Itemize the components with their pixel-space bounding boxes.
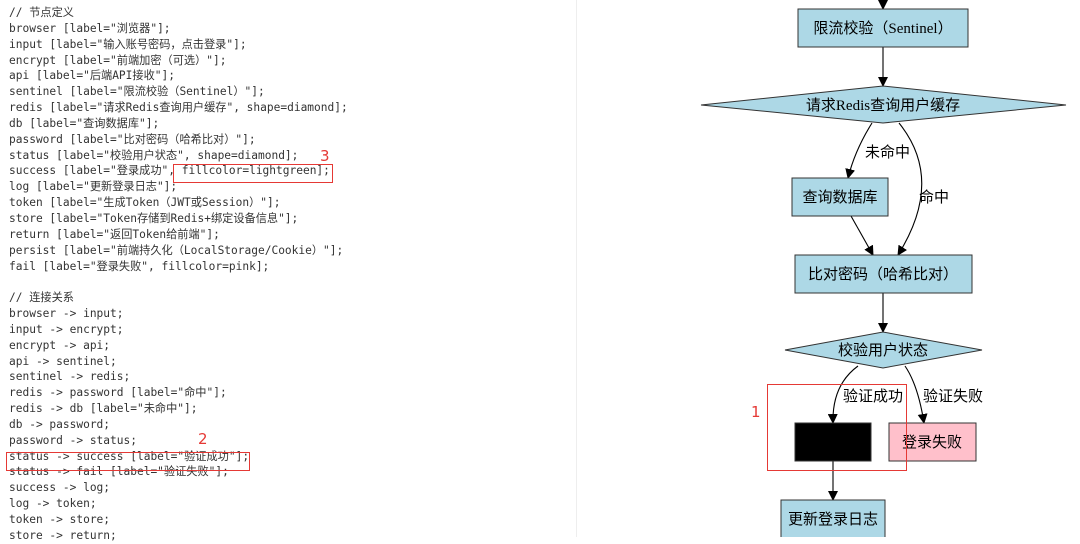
node-sentinel bbox=[797, 8, 969, 48]
edge-status-fail bbox=[904, 365, 928, 424]
annotation-3: 3 bbox=[320, 147, 330, 165]
code-line: db [label="查询数据库"]; bbox=[9, 116, 160, 130]
code-line: input [label="输入账号密码，点击登录"]; bbox=[9, 37, 247, 51]
code-line: store [label="Token存储到Redis+绑定设备信息"]; bbox=[9, 211, 299, 225]
pane-divider[interactable] bbox=[576, 0, 577, 537]
node-status-label: 校验用户状态 bbox=[838, 342, 928, 359]
node-db bbox=[791, 177, 889, 217]
code-line: browser -> input; bbox=[9, 307, 124, 321]
edge-status-success bbox=[827, 365, 859, 424]
edge-hit-label: 命中 bbox=[919, 188, 949, 206]
code-line: success -> log; bbox=[9, 481, 111, 495]
code-line: persist [label="前端持久化（LocalStorage/Cooki… bbox=[9, 243, 344, 257]
code-line: browser [label="浏览器"]; bbox=[9, 21, 171, 35]
code-line: // 连接关系 bbox=[9, 291, 74, 305]
node-success-redacted bbox=[794, 422, 872, 462]
code-line: redis -> password [label="命中"]; bbox=[9, 386, 227, 400]
node-db-label: 查询数据库 bbox=[802, 189, 877, 206]
node-fail bbox=[888, 422, 977, 462]
code-line: status -> fail [label="验证失败"]; bbox=[9, 465, 229, 479]
highlight-box-3 bbox=[173, 164, 333, 183]
annotation-1: 1 bbox=[751, 403, 761, 421]
code-line: token -> store; bbox=[9, 513, 111, 526]
node-redis bbox=[700, 85, 1067, 124]
edge-success-label: 验证成功 bbox=[843, 388, 903, 405]
code-line: log -> token; bbox=[9, 497, 97, 511]
code-line: db -> password; bbox=[9, 417, 111, 431]
code-line: fail [label="登录失败", fillcolor=pink]; bbox=[9, 259, 270, 273]
highlight-box-1 bbox=[767, 384, 907, 471]
code-line: password -> status; bbox=[9, 433, 137, 447]
code-line: // 节点定义 bbox=[9, 6, 74, 19]
code-line: status [label="校验用户状态", shape=diamond]; bbox=[9, 148, 299, 162]
code-line: encrypt [label="前端加密（可选）"]; bbox=[9, 53, 227, 67]
highlight-box-2 bbox=[6, 452, 250, 471]
node-log-label: 更新登录日志 bbox=[788, 511, 878, 528]
annotation-2: 2 bbox=[198, 430, 208, 448]
node-status bbox=[784, 331, 983, 369]
code-line: redis -> db [label="未命中"]; bbox=[9, 402, 198, 416]
edge-miss-label: 未命中 bbox=[865, 143, 910, 161]
node-redis-label: 请求Redis查询用户缓存 bbox=[806, 97, 960, 114]
code-line: password [label="比对密码（哈希比对）"]; bbox=[9, 132, 256, 146]
edge-db-password bbox=[850, 215, 874, 256]
node-password bbox=[794, 254, 973, 294]
edge-redis-password bbox=[897, 122, 923, 256]
node-fail-label: 登录失败 bbox=[902, 434, 962, 451]
code-line: sentinel [label="限流校验（Sentinel）"]; bbox=[9, 85, 265, 99]
node-log bbox=[780, 499, 886, 537]
code-line: log [label="更新登录日志"]; bbox=[9, 180, 178, 194]
code-line: encrypt -> api; bbox=[9, 338, 111, 352]
node-sentinel-label: 限流校验（Sentinel） bbox=[813, 20, 952, 37]
code-line: api [label="后端API接收"]; bbox=[9, 69, 175, 83]
code-line: api -> sentinel; bbox=[9, 354, 117, 368]
code-line: return [label="返回Token给前端"]; bbox=[9, 227, 220, 241]
code-line: input -> encrypt; bbox=[9, 322, 124, 336]
code-line: success [label="登录成功", fillcolor=lightgr… bbox=[9, 164, 330, 178]
edge-fail-label: 验证失败 bbox=[923, 388, 983, 405]
code-line: sentinel -> redis; bbox=[9, 370, 131, 384]
code-line: redis [label="请求Redis查询用户缓存", shape=diam… bbox=[9, 101, 348, 115]
edge-redis-db bbox=[845, 122, 873, 179]
node-password-label: 比对密码（哈希比对） bbox=[808, 266, 958, 283]
code-line: token [label="生成Token（JWT或Session）"]; bbox=[9, 196, 281, 210]
